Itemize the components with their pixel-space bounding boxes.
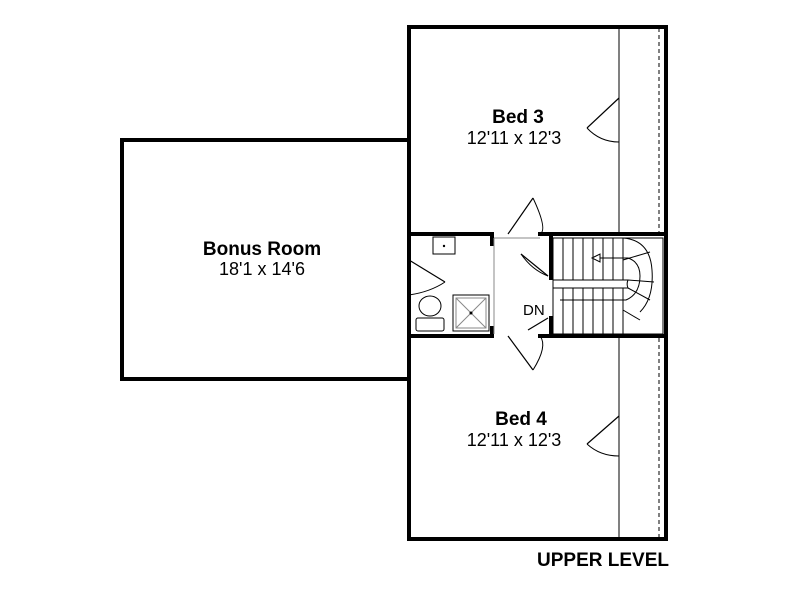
bed3-dims: 12'11 x 12'3 <box>467 128 562 148</box>
bed4-name: Bed 4 <box>495 409 547 430</box>
main-block-walls <box>407 25 668 541</box>
closet-bed3 <box>618 28 660 232</box>
hallway <box>493 197 549 371</box>
bathroom <box>408 236 490 332</box>
bonus-room-dims: 18'1 x 14'6 <box>219 259 305 279</box>
stair-down-label: DN <box>523 302 545 319</box>
bed3-name: Bed 3 <box>492 107 544 128</box>
closet-bed4 <box>618 338 660 537</box>
closet-door-bed4 <box>586 415 620 457</box>
bonus-room-walls <box>120 138 410 381</box>
staircase <box>552 237 664 335</box>
bonus-room-name: Bonus Room <box>203 239 321 260</box>
bed4-dims: 12'11 x 12'3 <box>467 430 562 450</box>
level-title: UPPER LEVEL <box>537 550 669 571</box>
closet-door-bed3 <box>586 97 620 143</box>
